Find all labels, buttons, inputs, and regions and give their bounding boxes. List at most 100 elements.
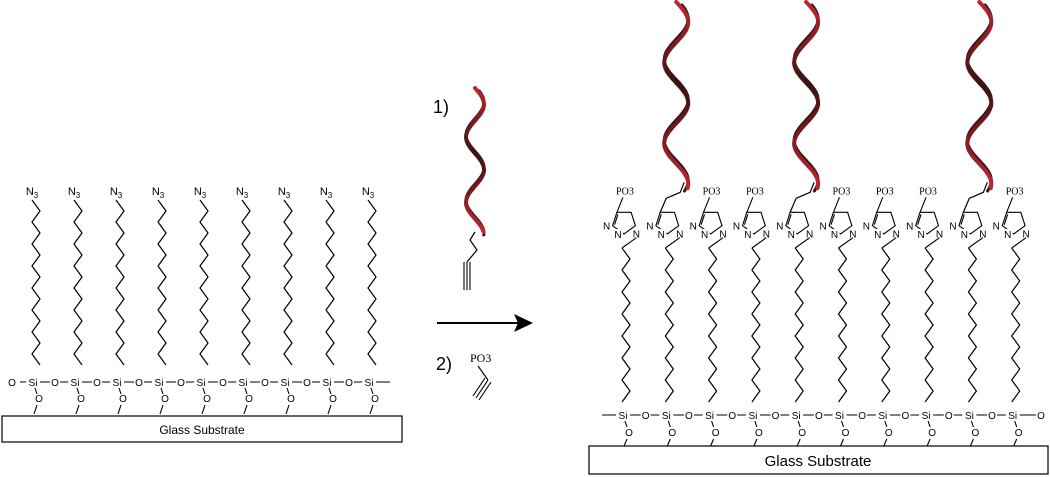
right-alkyl-chain: [708, 247, 718, 403]
left-oxygen-label: O: [93, 378, 101, 389]
step2-label: 2): [436, 354, 452, 374]
left-oxygen-label: O: [345, 378, 353, 389]
surface-dna-helix: [662, 0, 691, 193]
right-alkyl-chain: [621, 247, 631, 403]
right-chain-unit: [708, 247, 718, 403]
left-oxygen-below-label: O: [161, 394, 169, 405]
left-alkyl-chain: [325, 199, 335, 366]
right-silicon-label: Si: [1008, 411, 1017, 422]
left-oxygen-below-label: O: [203, 394, 211, 405]
alkyne-phosphonate-reagent: [472, 365, 492, 401]
right-alkyl-chain: [1011, 247, 1021, 403]
right-oxygen-label: O: [988, 411, 996, 422]
triazole-nitrogen-label: N: [949, 222, 956, 233]
right-silicon-label: Si: [878, 411, 887, 422]
right-chain-unit: [621, 247, 631, 403]
right-chain-unit: [924, 247, 934, 403]
triazole-nitrogen-label: N: [806, 230, 813, 241]
right-alkyl-chain: [751, 247, 761, 403]
right-oxygen-label: O: [685, 411, 693, 422]
triazole-nitrogen-label: N: [961, 230, 968, 241]
triazole-nitrogen-label: N: [831, 230, 838, 241]
right-chain-unit: [1011, 247, 1021, 403]
right-oxygen-below-label: O: [755, 428, 763, 439]
right-silicon-label: Si: [922, 411, 931, 422]
triazole-nitrogen-label: N: [603, 222, 610, 233]
right-oxygen-below-label: O: [928, 428, 936, 439]
triazole-nitrogen-label: N: [776, 222, 783, 233]
left-oxygen-below-label: O: [287, 394, 295, 405]
phosphonate-label: PO3: [919, 186, 937, 197]
triazole-nitrogen-label: N: [763, 230, 770, 241]
left-alkyl-chains: [31, 199, 377, 366]
left-oxygen-below-label: O: [371, 394, 379, 405]
right-substrate-label: Glass Substrate: [765, 453, 872, 470]
left-alkyl-chain: [157, 199, 167, 366]
triazole-nitrogen-label: N: [744, 230, 751, 241]
triazole-nitrogen-label: N: [863, 222, 870, 233]
phosphonate-label: PO3: [616, 186, 634, 197]
right-oxygen-below-label: O: [798, 428, 806, 439]
triazole-nitrogen-label: N: [979, 230, 986, 241]
left-oxygen-label: O: [51, 378, 59, 389]
right-oxygen-label: O: [728, 411, 736, 422]
reaction-conditions: 1) 2) PO3: [433, 86, 533, 401]
left-chain-unit: [73, 199, 83, 366]
surface-dna-helix: [965, 0, 994, 193]
triazole-nitrogen-label: N: [788, 230, 795, 241]
phosphonate-label: PO3: [1006, 186, 1024, 197]
right-oxygen-below-label: O: [668, 428, 676, 439]
right-oxygen-label: O: [858, 411, 866, 422]
right-silicon-label: Si: [705, 411, 714, 422]
left-alkyl-chain: [115, 199, 125, 366]
triazole-nitrogen-label: N: [701, 230, 708, 241]
right-alkyl-chain: [664, 247, 674, 403]
reaction-arrow: [437, 314, 533, 332]
left-oxygen-label: O: [219, 378, 227, 389]
phosphonate-label: PO3: [876, 186, 894, 197]
triazole-nitrogen-label: N: [906, 222, 913, 233]
left-azide-label: N3: [152, 186, 165, 200]
right-oxygen-below-label: O: [1015, 428, 1023, 439]
left-oxygen-label: O: [177, 378, 185, 389]
left-azide-label: N3: [278, 186, 291, 200]
right-chain-unit: [751, 247, 761, 403]
left-chain-unit: [199, 199, 209, 366]
phosphonate-label: PO3: [703, 186, 721, 197]
right-silicon-label: Si: [748, 411, 757, 422]
right-oxygen-label: O: [642, 411, 650, 422]
right-chain-unit: [837, 247, 848, 403]
left-silicon-label: Si: [281, 378, 290, 389]
triazole-nitrogen-label: N: [893, 230, 900, 241]
right-silicon-label: Si: [792, 411, 801, 422]
triazole-ring: NNN: [948, 182, 988, 249]
triazole-nitrogen-label: N: [936, 230, 943, 241]
right-alkyl-chains: [621, 247, 1021, 403]
left-oxygen-label: O: [303, 378, 311, 389]
triazole-nitrogen-label: N: [819, 222, 826, 233]
phosphonate-label: PO3: [746, 186, 764, 197]
left-azide-label: N3: [26, 186, 39, 200]
triazole-nitrogen-label: N: [658, 230, 665, 241]
left-chain-unit: [283, 199, 293, 366]
triazole-nitrogen-label: N: [993, 222, 1000, 233]
left-chain-unit: [325, 199, 335, 366]
left-azide-label: N3: [68, 186, 81, 200]
right-oxygen-below-label: O: [712, 428, 720, 439]
right-chain-unit: [881, 247, 891, 403]
left-alkyl-chain: [241, 199, 251, 366]
right-dna-strands: [662, 0, 994, 193]
triazole-nitrogen-label: N: [719, 230, 726, 241]
left-silicon-label: Si: [71, 378, 80, 389]
triazole-ring: NNN: [645, 182, 685, 249]
right-oxygen-below-label: O: [885, 428, 893, 439]
